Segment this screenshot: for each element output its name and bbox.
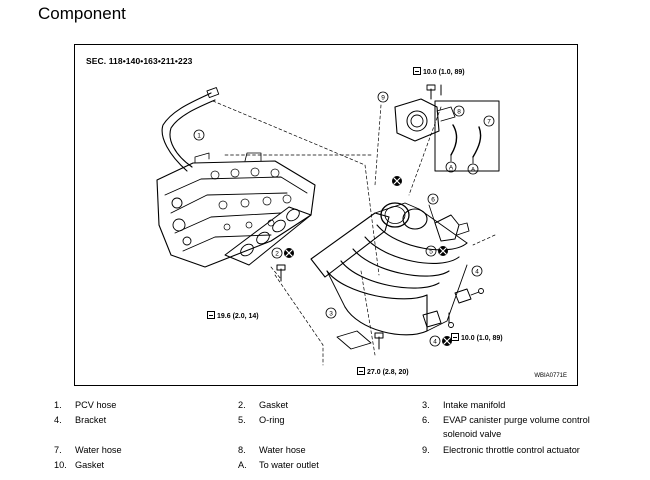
callout-1: 1 [197, 133, 201, 140]
callout-labels: 1 2 3 4 4 5 6 7 8 9 A A [197, 95, 491, 346]
o-ring-drawing [380, 202, 410, 228]
diagram-drawing: 1 2 3 4 4 5 6 7 8 9 A A [156, 84, 500, 366]
torque-value: 27.0 (2.8, 20) [367, 369, 409, 376]
torque-wrench-icon [357, 367, 365, 375]
page-title: Component [38, 4, 126, 23]
torque-spec: 27.0 (2.8, 20) [357, 367, 409, 376]
callout-4a: 4 [475, 269, 479, 276]
throttle-actuator-drawing [394, 84, 456, 142]
legend-text: Water hose [75, 445, 122, 455]
legend-row: 1. PCV hose 2. Gasket 3. Intake manifold [54, 398, 634, 413]
legend-number: 6. [422, 415, 430, 425]
torque-value: 10.0 (1.0, 89) [461, 335, 503, 342]
replace-symbols [284, 176, 452, 346]
legend-row: 7. Water hose 8. Water hose 9. Electroni… [54, 443, 634, 458]
callout-3: 3 [329, 311, 333, 318]
legend-row: 10. Gasket A. To water outlet [54, 458, 634, 473]
legend-text: To water outlet [259, 460, 319, 470]
legend-text: Gasket [259, 400, 289, 410]
legend-text: PCV hose [75, 400, 117, 410]
bracket-drawing [422, 288, 484, 328]
callout-5: 5 [429, 249, 433, 256]
bolts [276, 84, 450, 350]
legend-row: 4. Bracket 5. O-ring 6. EVAP canister pu… [54, 413, 634, 443]
legend-text: EVAP canister purge volume control solen… [443, 415, 590, 439]
legend-text: Water hose [259, 445, 306, 455]
legend-text: Gasket [75, 460, 105, 470]
legend-number: 3. [422, 400, 430, 410]
legend-number: 8. [238, 445, 246, 455]
intake-manifold-drawing [310, 202, 468, 350]
torque-wrench-icon [207, 311, 215, 319]
legend-number: A. [238, 460, 247, 470]
parts-legend: 1. PCV hose 2. Gasket 3. Intake manifold… [54, 398, 634, 473]
legend-number: 2. [238, 400, 246, 410]
evap-solenoid-drawing [428, 204, 470, 242]
callout-6: 6 [431, 197, 435, 204]
torque-wrench-icon [413, 67, 421, 75]
gasket-drawing [224, 206, 312, 266]
torque-value: 10.0 (1.0, 89) [423, 69, 465, 76]
callout-circles [193, 91, 495, 347]
callout-4b: 4 [433, 339, 437, 346]
section-label: SEC. 118•140•163•211•223 [86, 56, 193, 66]
pcv-hose-drawing [161, 87, 220, 172]
image-code: WBIA0771E [534, 373, 567, 379]
legend-text: Bracket [75, 415, 107, 425]
legend-number: 9. [422, 445, 430, 455]
legend-number: 10. [54, 460, 67, 470]
legend-number: 7. [54, 445, 62, 455]
callout-8: 8 [457, 109, 461, 116]
torque-wrench-icon [451, 333, 459, 341]
cylinder-head-drawing [156, 152, 316, 268]
legend-number: 1. [54, 400, 62, 410]
torque-spec: 10.0 (1.0, 89) [413, 67, 465, 76]
water-hose-detail-box [434, 100, 500, 172]
callout-2: 2 [275, 251, 279, 258]
callout-a-2: A [471, 167, 476, 174]
torque-spec: 10.0 (1.0, 89) [451, 333, 503, 342]
legend-number: 4. [54, 415, 62, 425]
legend-number: 5. [238, 415, 246, 425]
legend-text: O-ring [259, 415, 285, 425]
legend-text: Intake manifold [443, 400, 506, 410]
callout-7: 7 [487, 119, 491, 126]
callout-9: 9 [381, 95, 385, 102]
legend-text: Electronic throttle control actuator [443, 445, 580, 455]
torque-value: 19.6 (2.0, 14) [217, 313, 259, 320]
leader-lines [212, 100, 496, 366]
exploded-view-diagram: 1 2 3 4 4 5 6 7 8 9 A A SEC. 118•140•163… [74, 44, 578, 386]
callout-a-1: A [449, 165, 454, 172]
torque-spec: 19.6 (2.0, 14) [207, 311, 259, 320]
